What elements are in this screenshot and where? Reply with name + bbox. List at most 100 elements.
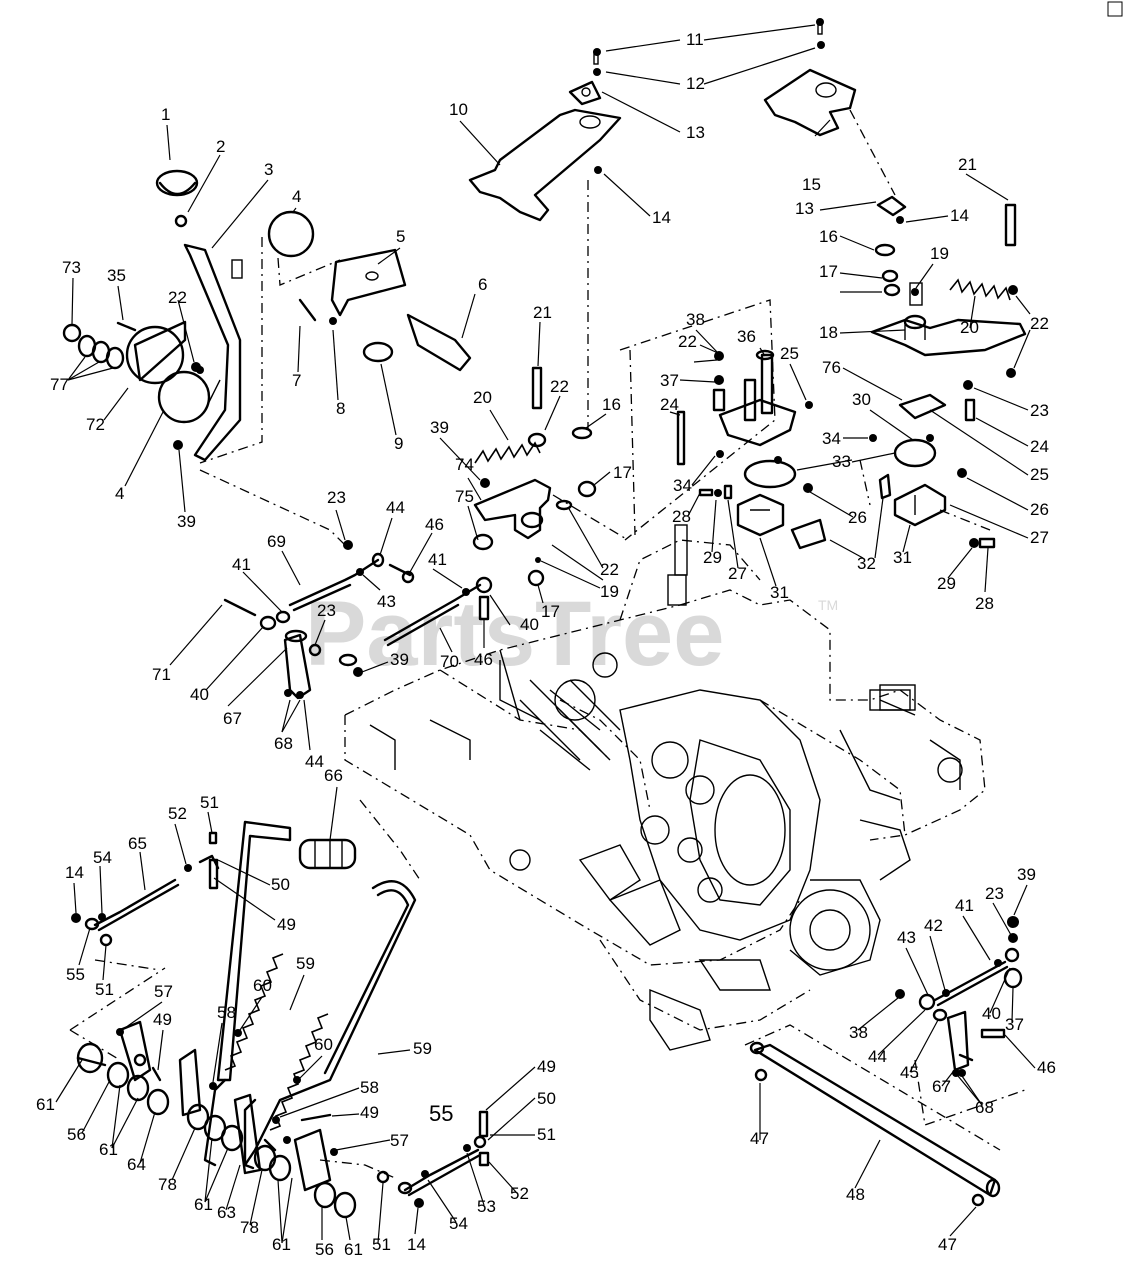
upper-right-bracket-assembly xyxy=(763,18,1027,422)
watermark-trademark: TM xyxy=(818,597,838,613)
label-14-right: 14 xyxy=(950,206,969,225)
upper-bracket-assembly xyxy=(468,48,622,440)
label-34: 34 xyxy=(673,476,692,495)
label-52-right: 52 xyxy=(510,1184,529,1203)
label-50: 50 xyxy=(271,875,290,894)
label-34-right: 34 xyxy=(822,429,841,448)
label-14-bottom: 14 xyxy=(407,1235,426,1254)
label-22-lower: 22 xyxy=(600,560,619,579)
label-32: 32 xyxy=(857,554,876,573)
label-60: 60 xyxy=(253,976,272,995)
label-41-left: 41 xyxy=(232,555,251,574)
label-42: 42 xyxy=(924,916,943,935)
label-46-lower: 46 xyxy=(474,650,493,669)
label-43: 43 xyxy=(377,592,396,611)
label-64: 64 xyxy=(127,1155,146,1174)
label-61-low: 61 xyxy=(272,1235,291,1254)
label-47-lower: 47 xyxy=(938,1235,957,1254)
label-13-right: 13 xyxy=(795,199,814,218)
center-linkage-assembly xyxy=(472,366,629,587)
label-40-right: 40 xyxy=(982,1004,1001,1023)
label-25: 25 xyxy=(780,344,799,363)
label-23-mid: 23 xyxy=(317,601,336,620)
label-59-right: 59 xyxy=(413,1039,432,1058)
label-46-right: 46 xyxy=(1037,1058,1056,1077)
label-49-right: 49 xyxy=(537,1057,556,1076)
label-68: 68 xyxy=(274,734,293,753)
label-45: 45 xyxy=(900,1063,919,1082)
label-29-right: 29 xyxy=(937,574,956,593)
label-73: 73 xyxy=(62,258,81,277)
label-17: 17 xyxy=(613,463,632,482)
label-48: 48 xyxy=(846,1185,865,1204)
label-13: 13 xyxy=(686,123,705,142)
label-5: 5 xyxy=(396,227,405,246)
label-58: 58 xyxy=(217,1003,236,1022)
control-handle-assembly xyxy=(62,169,472,464)
label-26-right: 26 xyxy=(1030,500,1049,519)
label-54-right: 54 xyxy=(449,1214,468,1233)
label-29: 29 xyxy=(703,548,722,567)
label-9: 9 xyxy=(394,434,403,453)
label-60-right: 60 xyxy=(314,1035,333,1054)
label-71: 71 xyxy=(152,665,171,684)
label-51-bottom: 51 xyxy=(372,1235,391,1254)
label-10: 10 xyxy=(449,100,468,119)
label-35: 35 xyxy=(107,266,126,285)
label-23-left: 23 xyxy=(327,488,346,507)
label-61-center: 61 xyxy=(194,1195,213,1214)
label-46: 46 xyxy=(425,515,444,534)
label-11: 11 xyxy=(686,30,704,49)
label-61-right: 61 xyxy=(344,1240,363,1259)
label-25-right: 25 xyxy=(1030,465,1049,484)
left-linkage-assembly xyxy=(199,469,493,700)
label-39-right: 39 xyxy=(1017,865,1036,884)
label-3: 3 xyxy=(264,160,273,179)
label-31-right: 31 xyxy=(893,548,912,567)
label-59: 59 xyxy=(296,954,315,973)
label-39-left: 39 xyxy=(177,512,196,531)
label-72: 72 xyxy=(86,415,105,434)
label-36: 36 xyxy=(737,327,756,346)
label-31: 31 xyxy=(770,583,789,602)
label-49-left: 49 xyxy=(153,1010,172,1029)
label-20: 20 xyxy=(473,388,492,407)
label-40-left: 40 xyxy=(190,685,209,704)
label-24-right: 24 xyxy=(1030,437,1049,456)
label-6: 6 xyxy=(478,275,487,294)
label-22-center: 22 xyxy=(550,377,569,396)
label-22-mid: 22 xyxy=(678,332,697,351)
corner-box xyxy=(1107,1,1123,17)
label-12: 12 xyxy=(686,74,705,93)
label-67: 67 xyxy=(223,709,242,728)
watermark-text: PartsTree xyxy=(305,583,724,685)
transmission-housing xyxy=(344,524,986,1051)
label-23-right: 23 xyxy=(1030,401,1049,420)
label-23-lowright: 23 xyxy=(985,884,1004,903)
label-2: 2 xyxy=(216,137,225,156)
label-40: 40 xyxy=(520,615,539,634)
label-4-lower: 4 xyxy=(115,484,124,503)
label-44: 44 xyxy=(386,498,405,517)
label-52: 52 xyxy=(168,804,187,823)
lower-lever-assembly xyxy=(69,820,490,1219)
label-22-left: 22 xyxy=(168,288,187,307)
label-56: 56 xyxy=(67,1125,86,1144)
label-37-right: 37 xyxy=(1005,1015,1024,1034)
label-55-large: 55 xyxy=(429,1101,453,1126)
label-27: 27 xyxy=(728,564,747,583)
label-16: 16 xyxy=(602,395,621,414)
label-19: 19 xyxy=(930,244,949,263)
label-14-lowleft: 14 xyxy=(65,863,84,882)
label-69: 69 xyxy=(267,532,286,551)
label-51-right: 51 xyxy=(537,1125,556,1144)
label-8: 8 xyxy=(336,399,345,418)
label-17-right: 17 xyxy=(819,262,838,281)
label-22-right: 22 xyxy=(1030,314,1049,333)
label-4-upper: 4 xyxy=(292,187,301,206)
label-58-right: 58 xyxy=(360,1078,379,1097)
label-49: 49 xyxy=(277,915,296,934)
label-38: 38 xyxy=(686,310,705,329)
label-61-left: 61 xyxy=(36,1095,55,1114)
label-51: 51 xyxy=(200,793,219,812)
